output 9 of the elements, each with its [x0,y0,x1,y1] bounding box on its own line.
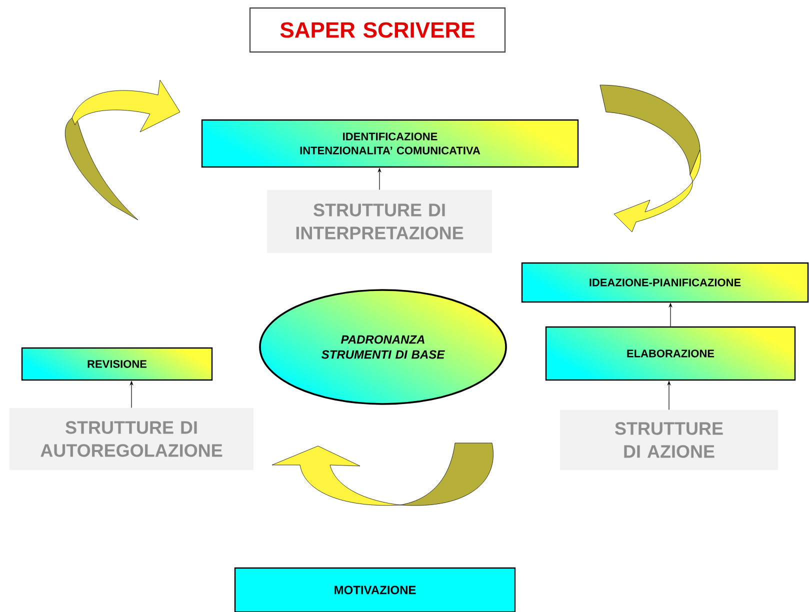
process-box: REVISIONE [21,347,213,381]
motivation-box: MOTIVAZIONE [234,567,516,612]
structure-box: STRUTTURE DI AUTOREGOLAZIONE [10,408,254,470]
title-box: SAPER SCRIVERE [249,7,506,53]
structure-box: STRUTTURE DI INTERPRETAZIONE [267,190,492,253]
structure-box: STRUTTURE DI AZIONE [560,410,778,470]
process-box: IDENTIFICAZIONE INTENZIONALITA’ COMUNICATIVA [201,119,579,168]
process-box: IDEAZIONE-PIANIFICAZIONE [521,262,809,303]
process-box: ELABORAZIONE [545,326,796,381]
